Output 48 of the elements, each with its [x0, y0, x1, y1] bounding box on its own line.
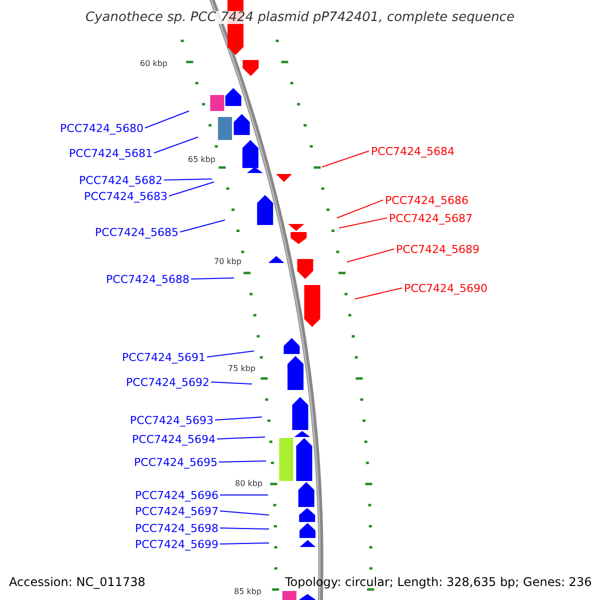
leader-line: [168, 182, 214, 196]
scale-label: 60 kbp: [140, 60, 168, 68]
gene-label: PCC7424_5694: [132, 434, 216, 444]
leader-line: [206, 350, 254, 358]
gene-label: PCC7424_5691: [122, 352, 206, 362]
gene-label: PCC7424_5686: [385, 194, 468, 206]
leader-line: [336, 200, 384, 218]
leader-line: [144, 110, 190, 128]
gene-label: PCC7424_5696: [135, 490, 218, 500]
scale-label: 70 kbp: [214, 258, 242, 266]
gene-label: PCC7424_5684: [371, 146, 454, 156]
scale-label: 85 kbp: [234, 588, 262, 596]
gene-label: PCC7424_5681: [69, 148, 152, 158]
leader-line: [180, 220, 226, 232]
gene-label: PCC7424_5682: [79, 174, 162, 186]
leader-line: [220, 510, 270, 516]
leader-line: [322, 150, 370, 168]
scale-label: 75 kbp: [228, 365, 256, 373]
leader-line: [214, 416, 262, 420]
leader-line: [190, 278, 234, 280]
leader-line: [346, 248, 394, 262]
topology-text: Topology: circular; Length: 328,635 bp; Genes: 236: [285, 576, 592, 588]
leader-line: [216, 436, 266, 440]
leader-line: [220, 494, 268, 496]
leader-line: [164, 178, 212, 180]
gene-label: PCC7424_5680: [60, 122, 144, 134]
leader-line: [338, 218, 388, 228]
gene-label: PCC7424_5683: [84, 190, 168, 202]
gene-label: PCC7424_5687: [389, 212, 472, 224]
leader-line: [210, 382, 252, 384]
scale-label: 80 kbp: [235, 480, 263, 488]
gene-label: PCC7424_5688: [106, 274, 190, 284]
leader-line: [218, 460, 266, 462]
leader-line: [220, 542, 270, 544]
accession-text: Accession: NC_011738: [9, 576, 146, 588]
gene-label: PCC7424_5693: [130, 414, 214, 426]
gene-label: PCC7424_5689: [396, 244, 480, 254]
gene-label: PCC7424_5697: [135, 506, 218, 516]
gene-label: PCC7424_5685: [95, 226, 178, 238]
leader-line: [354, 288, 402, 300]
gene-label: PCC7424_5692: [126, 376, 210, 388]
gene-label: PCC7424_5695: [134, 456, 218, 468]
gene-label: PCC7424_5690: [404, 282, 488, 294]
leader-line: [154, 136, 198, 154]
leader-line: [220, 528, 270, 530]
gene-label: PCC7424_5699: [135, 538, 218, 550]
gene-label: PCC7424_5698: [135, 522, 218, 534]
scale-label: 65 kbp: [188, 156, 216, 164]
